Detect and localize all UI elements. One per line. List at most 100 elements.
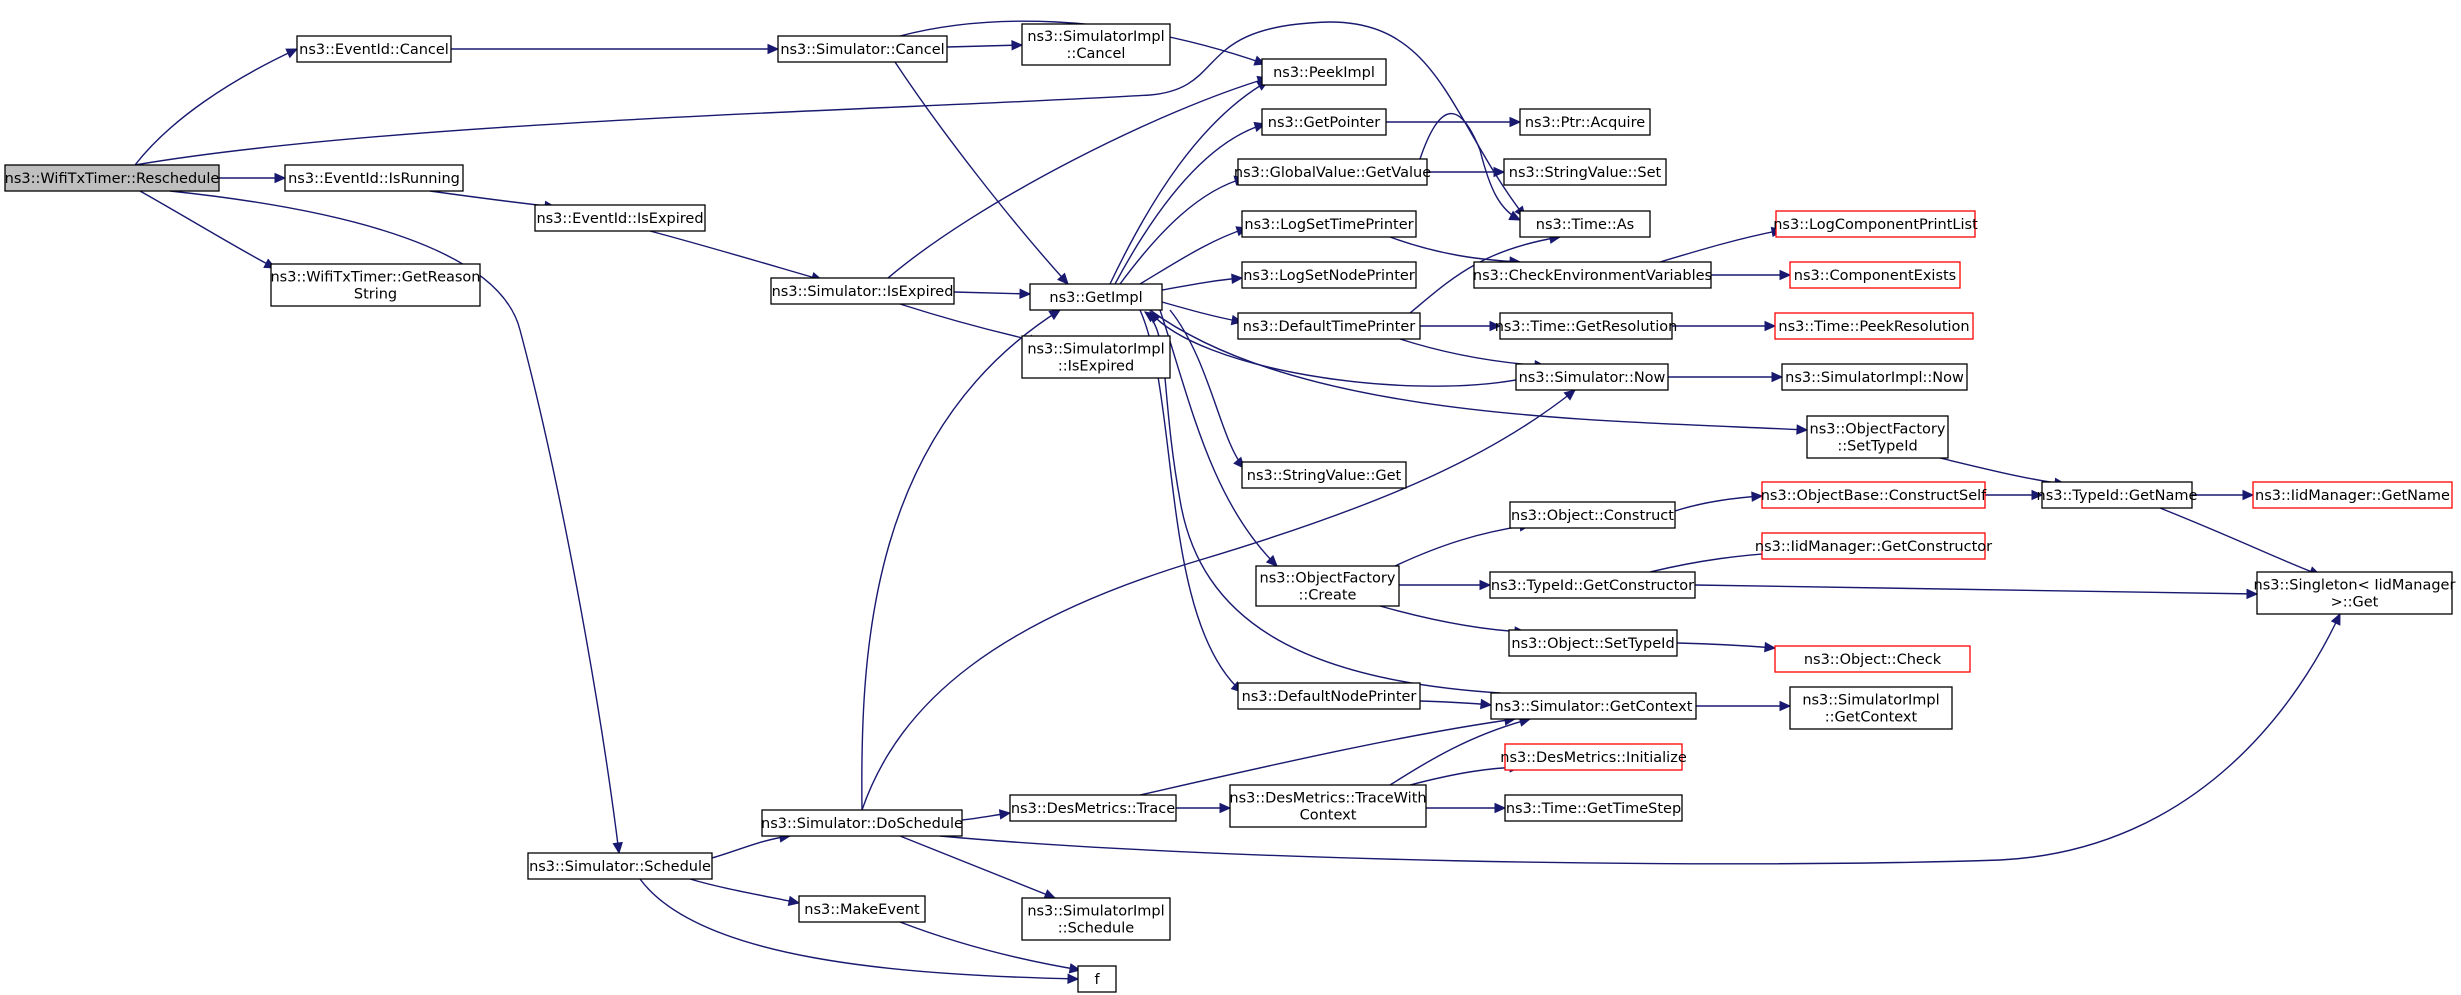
node-box[interactable] (1229, 784, 1427, 828)
node-stringvalue_set[interactable]: ns3::StringValue::Set (1503, 158, 1667, 186)
node-box[interactable] (1519, 108, 1651, 136)
node-peekimpl[interactable]: ns3::PeekImpl (1261, 58, 1387, 86)
node-box[interactable] (1241, 210, 1417, 238)
node-box[interactable] (1021, 23, 1171, 66)
node-desm_initialize[interactable]: ns3::DesMetrics::Initialize (1500, 743, 1687, 771)
node-box[interactable] (1077, 965, 1117, 993)
node-iid_getname[interactable]: ns3::IidManager::GetName (2252, 481, 2453, 509)
node-typeid_getname[interactable]: ns3::TypeId::GetName (2037, 481, 2198, 509)
node-defaultnodeprinter[interactable]: ns3::DefaultNodePrinter (1237, 682, 1421, 710)
node-logsettimeprinter[interactable]: ns3::LogSetTimePrinter (1241, 210, 1417, 238)
node-box[interactable] (770, 277, 955, 305)
node-eventid_cancel[interactable]: ns3::EventId::Cancel (296, 35, 452, 63)
node-time_peekresolution[interactable]: ns3::Time::PeekResolution (1774, 312, 1974, 340)
node-box[interactable] (1489, 571, 1696, 599)
node-box[interactable] (1490, 692, 1697, 720)
node-box[interactable] (527, 852, 713, 880)
node-logcompprintlist[interactable]: ns3::LogComponentPrintList (1773, 210, 1978, 238)
node-box[interactable] (4, 164, 220, 192)
node-time_gettimestep[interactable]: ns3::Time::GetTimeStep (1504, 794, 1683, 822)
node-box[interactable] (1503, 158, 1667, 186)
node-box[interactable] (1761, 481, 1986, 509)
node-box[interactable] (1508, 629, 1678, 657)
node-box[interactable] (1237, 682, 1421, 710)
node-sim_getcontext[interactable]: ns3::Simulator::GetContext (1490, 692, 1697, 720)
node-getpointer[interactable]: ns3::GetPointer (1261, 108, 1387, 136)
node-objbase_constructself[interactable]: ns3::ObjectBase::ConstructSelf (1761, 481, 1987, 509)
node-sim_doschedule[interactable]: ns3::Simulator::DoSchedule (761, 809, 963, 837)
node-of_create[interactable]: ns3::ObjectFactory::Create (1255, 565, 1400, 607)
node-box[interactable] (1241, 461, 1407, 489)
node-typeid_getconstructor[interactable]: ns3::TypeId::GetConstructor (1489, 571, 1696, 599)
node-box[interactable] (534, 204, 706, 232)
node-box[interactable] (1029, 283, 1163, 311)
node-box[interactable] (1241, 261, 1417, 289)
node-simimpl_cancel[interactable]: ns3::SimulatorImpl::Cancel (1021, 23, 1171, 66)
node-eventid_isexpired[interactable]: ns3::EventId::IsExpired (534, 204, 706, 232)
node-eventid_isrunning[interactable]: ns3::EventId::IsRunning (284, 164, 464, 192)
node-box[interactable] (1261, 58, 1387, 86)
node-box[interactable] (1761, 532, 1986, 560)
node-box[interactable] (1261, 108, 1387, 136)
node-stringvalue_get[interactable]: ns3::StringValue::Get (1241, 461, 1407, 489)
node-sim_schedule[interactable]: ns3::Simulator::Schedule (527, 852, 713, 880)
node-box[interactable] (1255, 565, 1400, 607)
node-singleton_get[interactable]: ns3::Singleton< IidManager>::Get (2254, 571, 2456, 615)
node-sim_now[interactable]: ns3::Simulator::Now (1515, 363, 1669, 391)
node-box[interactable] (798, 895, 926, 923)
node-box[interactable] (284, 164, 464, 192)
node-obj_check[interactable]: ns3::Object::Check (1774, 645, 1971, 673)
node-box[interactable] (1021, 335, 1171, 379)
node-obj_construct[interactable]: ns3::Object::Construct (1509, 501, 1676, 529)
node-sim_cancel[interactable]: ns3::Simulator::Cancel (777, 35, 948, 63)
node-box[interactable] (1237, 312, 1421, 340)
node-box[interactable] (1499, 312, 1673, 340)
node-box[interactable] (1775, 210, 1976, 238)
node-box[interactable] (2256, 571, 2453, 615)
node-box[interactable] (1789, 261, 1961, 289)
node-box[interactable] (1237, 158, 1428, 186)
node-box[interactable] (296, 35, 452, 63)
node-iid_getconstructor[interactable]: ns3::IidManager::GetConstructor (1755, 532, 1992, 560)
node-box[interactable] (1806, 415, 1949, 459)
node-box[interactable] (1504, 743, 1683, 771)
node-time_as[interactable]: ns3::Time::As (1519, 210, 1651, 238)
node-box[interactable] (1789, 686, 1953, 730)
node-ptr_acquire[interactable]: ns3::Ptr::Acquire (1519, 108, 1651, 136)
node-logsetnodeprinter[interactable]: ns3::LogSetNodePrinter (1241, 261, 1417, 289)
node-box[interactable] (1504, 794, 1683, 822)
node-box[interactable] (1515, 363, 1669, 391)
node-box[interactable] (777, 35, 948, 63)
node-box[interactable] (1009, 794, 1177, 822)
node-box[interactable] (2041, 481, 2193, 509)
node-reschedule[interactable]: ns3::WifiTxTimer::Reschedule (4, 164, 220, 192)
node-box[interactable] (270, 263, 481, 307)
node-of_settypeid[interactable]: ns3::ObjectFactory::SetTypeId (1806, 415, 1949, 459)
node-defaulttimeprinter[interactable]: ns3::DefaultTimePrinter (1237, 312, 1421, 340)
node-makeevent[interactable]: ns3::MakeEvent (798, 895, 926, 923)
node-box[interactable] (2252, 481, 2453, 509)
node-simimpl_schedule[interactable]: ns3::SimulatorImpl::Schedule (1021, 897, 1171, 941)
node-simimpl_now[interactable]: ns3::SimulatorImpl::Now (1781, 363, 1968, 391)
node-f[interactable]: f (1077, 965, 1117, 993)
node-box[interactable] (1774, 645, 1971, 673)
node-getimpl[interactable]: ns3::GetImpl (1029, 283, 1163, 311)
node-box[interactable] (1781, 363, 1968, 391)
node-checkenv[interactable]: ns3::CheckEnvironmentVariables (1473, 261, 1712, 289)
node-box[interactable] (1774, 312, 1974, 340)
node-box[interactable] (1519, 210, 1651, 238)
node-simimpl_getcontext[interactable]: ns3::SimulatorImpl::GetContext (1789, 686, 1953, 730)
node-box[interactable] (1473, 261, 1712, 289)
node-desm_trace[interactable]: ns3::DesMetrics::Trace (1009, 794, 1177, 822)
node-compexists[interactable]: ns3::ComponentExists (1789, 261, 1961, 289)
node-gv_getvalue[interactable]: ns3::GlobalValue::GetValue (1234, 158, 1431, 186)
node-simimpl_isexpired[interactable]: ns3::SimulatorImpl::IsExpired (1021, 335, 1171, 379)
node-obj_settypeid[interactable]: ns3::Object::SetTypeId (1508, 629, 1678, 657)
node-box[interactable] (761, 809, 963, 837)
node-sim_isexpired[interactable]: ns3::Simulator::IsExpired (770, 277, 955, 305)
node-time_getresolution[interactable]: ns3::Time::GetResolution (1495, 312, 1678, 340)
node-box[interactable] (1509, 501, 1676, 529)
node-box[interactable] (1021, 897, 1171, 941)
